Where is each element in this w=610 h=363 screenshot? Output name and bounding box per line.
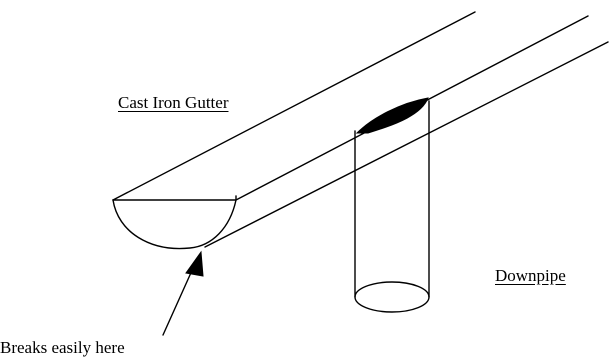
breaks-leader-line (162, 265, 195, 336)
downpipe-opening (354, 281, 430, 313)
breaks-arrowhead (185, 250, 204, 277)
breaks-label: Breaks easily here (0, 338, 125, 357)
downpipe-label: Downpipe (495, 266, 566, 285)
gutter-bottom-edge (204, 41, 609, 248)
gutter-back-edge (112, 11, 476, 201)
gutter-end-profile (112, 199, 237, 250)
gutter-label: Cast Iron Gutter (118, 93, 229, 112)
outlet-hole (355, 97, 429, 134)
